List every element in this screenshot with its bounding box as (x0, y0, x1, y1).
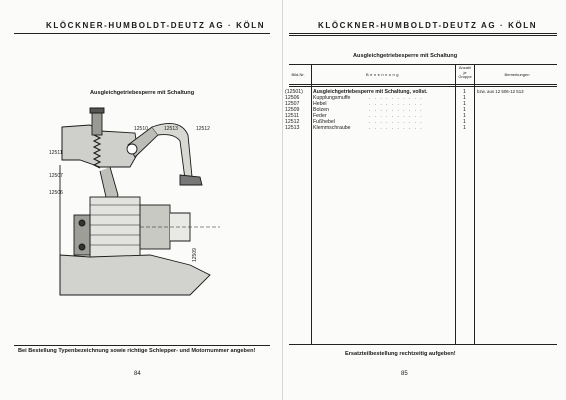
row-part-name: Fußhebel (313, 119, 335, 125)
callout-12513: 12513 (164, 126, 178, 132)
right-header-rule (289, 33, 557, 34)
page-fold (282, 0, 283, 400)
col-header-benennung: Benennung (366, 72, 400, 77)
row-leader-dots: . . . . . . . . . . (369, 107, 423, 113)
right-footer-rule (289, 344, 557, 345)
row-quantity: 1 (463, 119, 466, 125)
table-row: (12501) Ausgleichgetriebesperre mit Scha… (283, 89, 566, 95)
row-part-number: 12511 (285, 113, 300, 119)
table-row: 12507 Hebel . . . . . . . . . . 1 (283, 101, 566, 107)
col-divider-3 (474, 64, 475, 344)
row-quantity: 1 (463, 107, 466, 113)
col-header-anzahl: Anzahl je Gruppe (456, 65, 474, 80)
row-part-name: Feder (313, 113, 327, 119)
left-footer-rule (14, 345, 270, 346)
row-part-number: 12506 (285, 95, 300, 101)
table-row: 12511 Feder . . . . . . . . . . 1 (283, 113, 566, 119)
row-leader-dots: . . . . . . . . . . (369, 101, 423, 107)
table-row: 12513 Klemmschraube . . . . . . . . . . … (283, 125, 566, 131)
row-part-number: 12513 (285, 125, 300, 131)
table-header-rule-2 (289, 86, 557, 87)
right-footer-note: Ersatzteilbestellung rechtzeitig aufgebe… (345, 351, 456, 357)
row-leader-dots: . . . . . . . . . . (369, 113, 423, 119)
right-page: KLÖCKNER-HUMBOLDT-DEUTZ AG · KÖLN Ausgle… (283, 0, 566, 400)
row-remark: bzw. aus 12 506-12 513 (477, 89, 524, 94)
col-header-anzahl-line2: je (463, 69, 467, 75)
row-leader-dots: . . . . . . . . . . (369, 125, 423, 131)
row-part-name: Bolzen (313, 107, 329, 113)
row-part-number: 12512 (285, 119, 300, 125)
right-table-title: Ausgleichgetriebesperre mit Schaltung (353, 53, 458, 59)
right-page-number: 85 (401, 371, 408, 377)
right-page-header: KLÖCKNER-HUMBOLDT-DEUTZ AG · KÖLN (318, 21, 538, 30)
row-part-name: Hebel (313, 101, 327, 107)
callout-12511: 12511 (49, 150, 63, 156)
row-quantity: 1 (463, 101, 466, 107)
col-header-anzahl-line1: Anzahl (458, 65, 472, 70)
callout-12507: 12507 (49, 173, 63, 179)
row-part-name: Klemmschraube (313, 125, 351, 131)
callout-12509: 12509 (192, 248, 198, 262)
row-part-name: Ausgleichgetriebesperre mit Schaltung, v… (313, 89, 428, 95)
row-part-number: 12507 (285, 101, 300, 107)
row-quantity: 1 (463, 125, 466, 131)
table-top-rule (289, 64, 557, 65)
callout-12512: 12512 (196, 126, 210, 132)
row-quantity: 1 (463, 113, 466, 119)
left-footer-note: Bei Bestellung Typenbezeichnung sowie ri… (18, 348, 256, 354)
left-page: KLÖCKNER-HUMBOLDT-DEUTZ AG · KÖLN Ausgle… (14, 21, 270, 377)
table-row: 12506 Kupplungsmuffe . . . . . . . . . .… (283, 95, 566, 101)
row-part-name: Kupplungsmuffe (313, 95, 351, 101)
col-header-bemerkungen: Bemerkungen (504, 72, 530, 77)
col-divider-1 (311, 64, 312, 344)
differential-lock-drawing (59, 107, 220, 296)
left-figure-title: Ausgleichgetriebesperre mit Schaltung (90, 90, 195, 96)
row-part-number: 12509 (285, 107, 300, 113)
table-row: 12509 Bolzen . . . . . . . . . . 1 (283, 107, 566, 113)
left-page-header: KLÖCKNER-HUMBOLDT-DEUTZ AG · KÖLN (46, 21, 266, 30)
table-row: 12512 Fußhebel . . . . . . . . . . 1 (283, 119, 566, 125)
row-leader-dots: . . . . . . . . . . (369, 119, 423, 125)
table-header-rule (289, 84, 557, 85)
left-page-number: 84 (134, 371, 141, 377)
row-leader-dots: . . . . . . . . . . (369, 95, 423, 101)
row-quantity: 1 (463, 95, 466, 101)
row-quantity: 1 (463, 89, 466, 95)
callout-12506: 12506 (49, 190, 63, 196)
row-part-number: (12501) (285, 89, 303, 95)
col-divider-2 (455, 64, 456, 344)
callout-12510: 12510 (134, 126, 148, 132)
col-header-bild-nr: Bild-Nr. (291, 72, 305, 77)
right-header-rule-2 (289, 35, 557, 36)
left-header-rule (14, 33, 270, 34)
col-header-anzahl-line3: Gruppe (458, 74, 472, 80)
